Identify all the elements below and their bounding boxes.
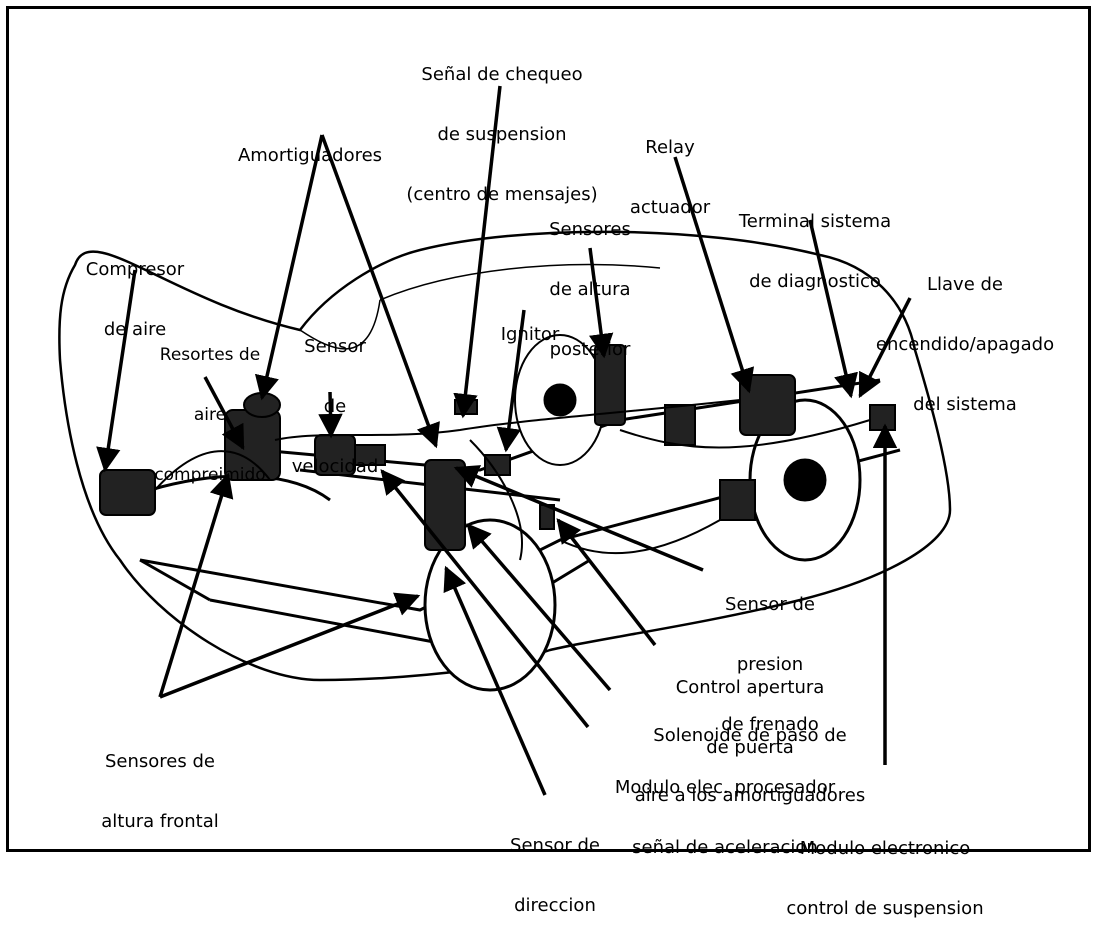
label-line: Relay	[600, 138, 740, 158]
label-line: Amortiguadores	[195, 146, 425, 166]
label-line: altura frontal	[60, 812, 260, 832]
label-line: Compresor	[55, 260, 215, 280]
label-line: Sensores de	[60, 752, 260, 772]
label-line: Resortes de	[130, 345, 290, 365]
label-line: direccion	[480, 896, 630, 916]
label-line: Sensor de	[690, 595, 850, 615]
label-llave-encendido: Llave de encendido/apagado del sistema	[845, 235, 1085, 435]
label-line: del sistema	[845, 395, 1085, 415]
label-line: de	[280, 397, 390, 417]
label-line: Ignitor	[470, 325, 590, 345]
label-line: Sensor	[280, 337, 390, 357]
label-ignitor: Ignitor	[470, 285, 590, 365]
label-modulo-control-suspension: Modulo electronico control de suspension	[735, 799, 1035, 939]
label-line: Modulo elec. procesador	[570, 778, 880, 798]
label-line: Sensor de	[480, 836, 630, 856]
label-line: compreimido	[130, 465, 290, 485]
label-line: Llave de	[845, 275, 1085, 295]
label-line: Terminal sistema	[700, 212, 930, 232]
label-line: Señal de chequeo	[372, 65, 632, 85]
label-sensor-direccion: Sensor de direccion	[480, 796, 630, 936]
label-amortiguadores: Amortiguadores	[195, 106, 425, 186]
label-line: aire	[130, 405, 290, 425]
label-line: Modulo electronico	[735, 839, 1035, 859]
label-sensor-velocidad: Sensor de velocidad	[280, 297, 390, 497]
label-resortes-aire: Resortes de aire compreimido	[130, 305, 290, 505]
label-line: control de suspension	[735, 899, 1035, 919]
label-line: encendido/apagado	[845, 335, 1085, 355]
label-sensores-altura-frontal: Sensores de altura frontal	[60, 712, 260, 852]
label-line: velocidad	[280, 457, 390, 477]
label-line: Sensores	[515, 220, 665, 240]
